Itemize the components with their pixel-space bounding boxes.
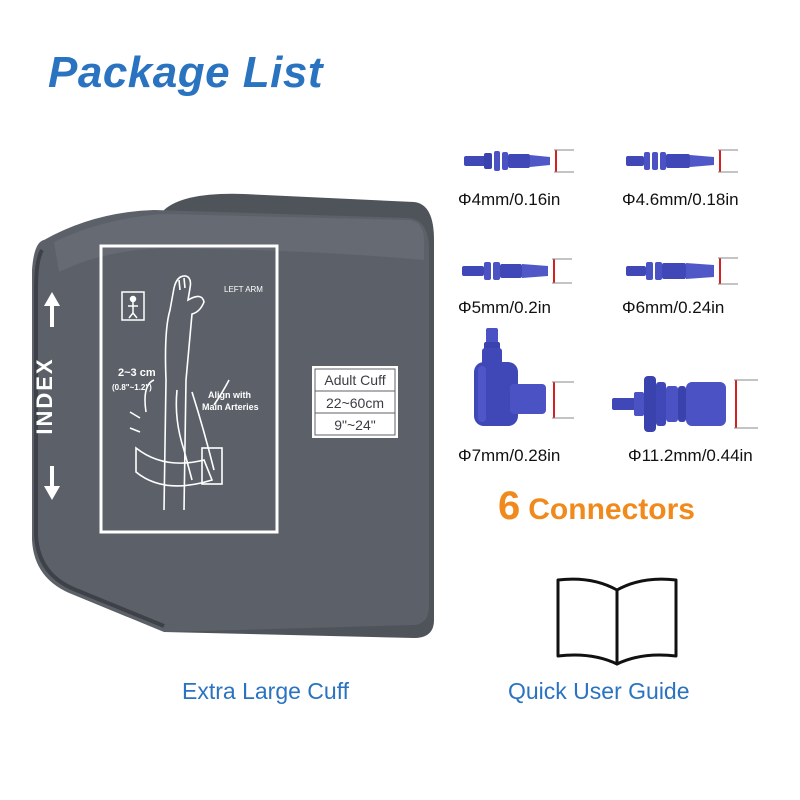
connector-label: Φ7mm/0.28in: [458, 446, 561, 465]
connector-label: Φ4mm/0.16in: [458, 190, 561, 209]
page-title: Package List: [48, 48, 324, 97]
connector-label: Φ6mm/0.24in: [622, 298, 725, 317]
left-arm-label: LEFT ARM: [224, 285, 263, 294]
connector-5mm-icon: [462, 258, 572, 284]
connectors-count: 6: [498, 484, 521, 528]
book-icon: [556, 577, 678, 666]
size-cm: 22~60cm: [326, 395, 384, 411]
index-arrow-icon: [44, 292, 60, 500]
align-label-line1: Align with: [208, 390, 251, 400]
size-in: 9"~24": [334, 417, 376, 433]
connector-6mm-icon: [626, 257, 738, 285]
span-inches-label: (0.8"~1.2"): [112, 383, 152, 392]
size-box: [312, 366, 398, 438]
span-label: 2~3 cm: [118, 367, 156, 379]
cuff-image: INDEX LEFT ARM 2~3 cm (0.8"~1.2") Align …: [32, 193, 434, 639]
connector-7mm-icon: [474, 328, 574, 426]
align-label-line2: Main Arteries: [202, 402, 259, 412]
connector-4-6mm-icon: [626, 149, 738, 173]
index-label: INDEX: [32, 357, 57, 434]
connector-label: Φ11.2mm/0.44in: [628, 446, 753, 465]
instruction-panel: [99, 244, 279, 534]
connector-11-2mm-icon: [612, 376, 758, 432]
connectors-word: Connectors: [528, 493, 695, 526]
connector-4mm-icon: [464, 149, 574, 173]
connector-label: Φ4.6mm/0.18in: [622, 190, 739, 209]
arm-illustration: [129, 275, 230, 511]
connector-label: Φ5mm/0.2in: [458, 298, 551, 317]
size-title: Adult Cuff: [324, 372, 385, 388]
person-icon: [121, 291, 145, 321]
cuff-caption: Extra Large Cuff: [182, 678, 350, 704]
guide-caption: Quick User Guide: [508, 678, 690, 704]
